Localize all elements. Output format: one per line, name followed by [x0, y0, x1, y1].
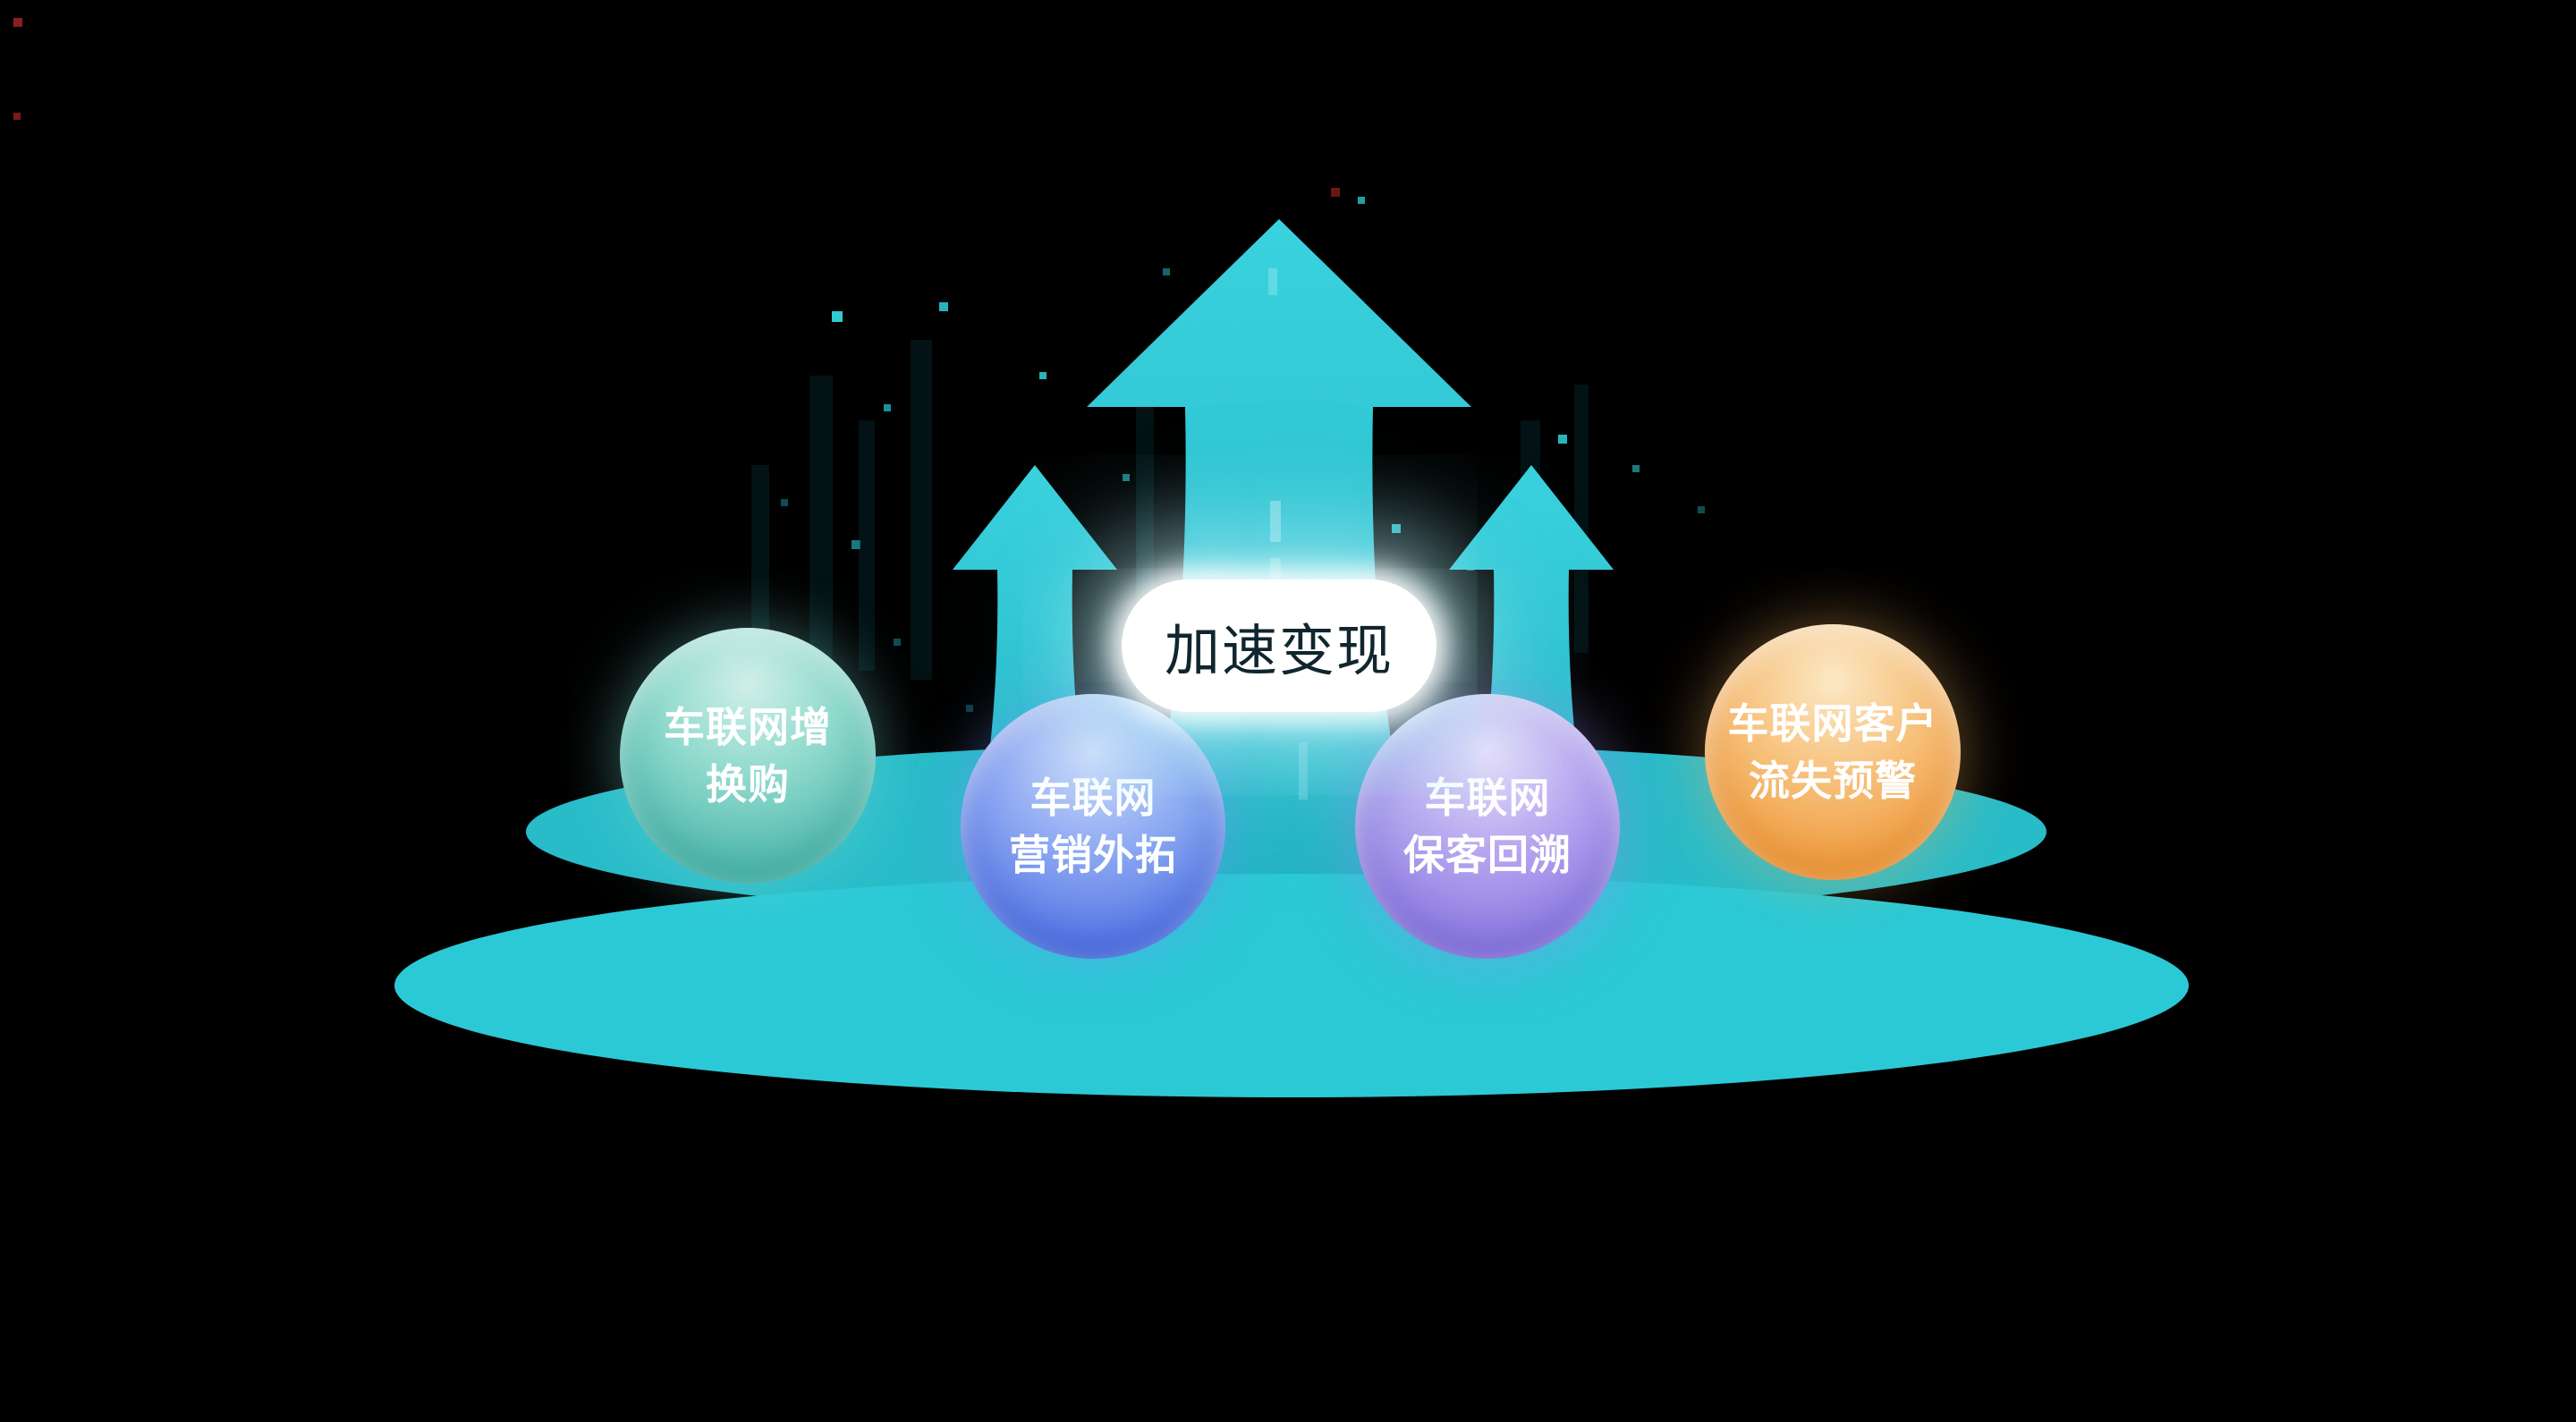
- particle-dot: [1632, 465, 1640, 472]
- sphere-telematics-trade-in: 车联网增 换购: [620, 628, 876, 884]
- particle-dot: [1358, 197, 1365, 204]
- silhouette-bar: [751, 465, 769, 662]
- glow-label-text: 加速变现: [1164, 621, 1394, 682]
- arrow-sheen-dash: [1268, 268, 1277, 295]
- sphere-label-line: 车联网客户: [1727, 699, 1938, 747]
- sphere-label-line: 车联网: [1424, 774, 1551, 821]
- arrow-sheen-dash: [1299, 742, 1308, 800]
- silhouette-bar: [809, 376, 833, 671]
- particle-dot: [884, 404, 891, 411]
- particle-dot: [1123, 474, 1130, 481]
- particle-dot: [1392, 524, 1401, 533]
- silhouette-bar: [859, 420, 875, 671]
- particle-dot: [1331, 188, 1340, 197]
- particle-dot: [852, 540, 860, 549]
- particle-dot: [1163, 268, 1170, 275]
- sphere-telematics-marketing-expansion: 车联网 营销外拓: [961, 694, 1225, 959]
- particle-dot: [1558, 435, 1567, 444]
- sphere-label-line: 车联网增: [664, 703, 832, 750]
- sphere-label-line: 换购: [706, 761, 790, 808]
- sphere-label-line: 流失预警: [1749, 758, 1917, 804]
- silhouette-bar: [911, 340, 932, 680]
- particle-dot: [781, 499, 788, 506]
- particle-dot: [13, 18, 22, 27]
- sphere-telematics-customer-retention: 车联网 保客回溯: [1355, 694, 1620, 959]
- particle-dot: [13, 113, 21, 120]
- particle-dot: [1039, 372, 1046, 379]
- arrow-sheen-dash: [1270, 558, 1281, 581]
- particle-dot: [832, 311, 843, 322]
- silhouette-bar: [1136, 385, 1154, 653]
- sphere-label-line: 保客回溯: [1403, 832, 1572, 878]
- glow-label-accelerate-monetization: 加速变现: [1122, 580, 1436, 712]
- sphere-label-line: 营销外拓: [1009, 832, 1177, 878]
- sphere-telematics-churn-warning: 车联网客户 流失预警: [1705, 624, 1961, 880]
- sphere-label-line: 车联网: [1030, 774, 1157, 821]
- particle-dot: [1698, 506, 1705, 513]
- particle-dot: [939, 302, 948, 311]
- silhouette-bar: [1574, 385, 1589, 653]
- particle-dot: [966, 705, 973, 712]
- platform-ellipse-lower: [394, 874, 2189, 1097]
- particle-dot: [894, 639, 901, 646]
- arrow-sheen-dash: [1270, 501, 1281, 542]
